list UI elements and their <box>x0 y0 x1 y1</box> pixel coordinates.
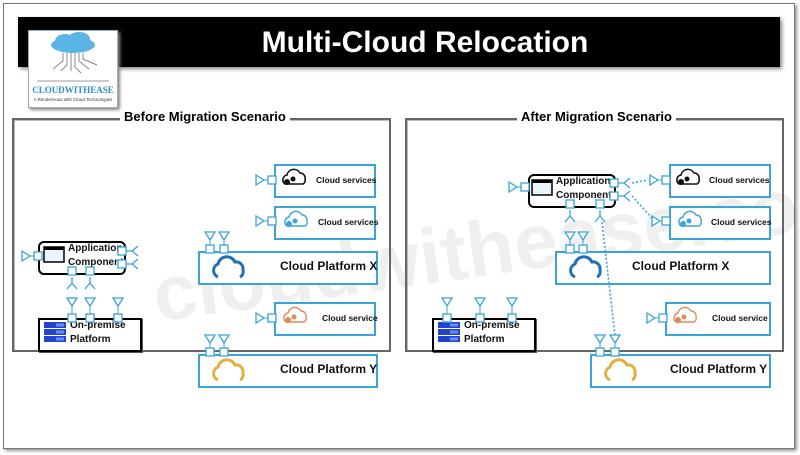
before-platform-label-x: Cloud Platform X <box>280 259 378 273</box>
after-app-label-1: Application <box>556 176 611 187</box>
after-migration-arrows <box>601 179 653 337</box>
title-bar <box>18 17 780 67</box>
logo: CLOUDWITHEASE A Rendezvous with Cloud Te… <box>28 30 118 108</box>
after-app-icons <box>508 177 631 223</box>
after-heading: After Migration Scenario <box>517 109 676 124</box>
after-onprem-label-2: Platform <box>464 334 505 345</box>
cloud-service-gear-icon <box>673 306 697 324</box>
before-app-label-2: Component <box>68 257 124 268</box>
cloud-platform-y-icon <box>604 358 637 382</box>
after-cloud-platform-x <box>555 251 771 285</box>
before-app-label-1: Application <box>68 243 123 254</box>
before-cloud-service-3 <box>274 302 376 336</box>
migration-arrow <box>631 179 649 184</box>
cloud-service-gear-icon <box>282 168 307 186</box>
after-service-label-3: Cloud service <box>712 313 768 323</box>
before-onprem-icons <box>44 297 124 342</box>
after-onprem-label-1: On-premise <box>464 320 520 331</box>
server-stack-icon <box>44 322 66 342</box>
before-heading: Before Migration Scenario <box>120 109 290 124</box>
after-panel: After Migration Scenario <box>405 109 784 352</box>
after-onprem-icons <box>438 297 518 342</box>
after-cloud-icons <box>564 168 702 382</box>
before-app-icons <box>21 245 139 290</box>
before-service-label-2: Cloud services <box>318 217 379 227</box>
logo-name: CLOUDWITHEASE <box>32 85 114 95</box>
after-platform-label-y: Cloud Platform Y <box>670 362 768 376</box>
server-stack-icon <box>438 322 460 342</box>
migration-arrow <box>631 195 653 219</box>
cloud-service-gear-icon <box>284 210 308 228</box>
before-onprem-label-1: On-premise <box>70 320 126 331</box>
before-onprem-label-2: Platform <box>70 334 111 345</box>
page-title: Multi-Cloud Relocation <box>261 26 589 59</box>
before-panel: Before Migration Scenario <box>12 109 391 352</box>
after-service-label-2: Cloud services <box>711 217 772 227</box>
cloud-platform-x-icon <box>212 255 245 279</box>
migration-arrow <box>601 221 616 337</box>
logo-tagline: A Rendezvous with Cloud Technologies <box>33 97 113 102</box>
cloud-service-gear-icon <box>676 168 701 186</box>
cloud-circuit-icon <box>37 32 109 82</box>
after-platform-label-x: Cloud Platform X <box>632 259 730 273</box>
cloud-service-gear-icon <box>283 306 307 324</box>
application-window-icon <box>531 179 553 196</box>
application-window-icon <box>43 246 65 263</box>
after-service-label-1: Cloud services <box>709 175 770 185</box>
interface-provided-icon <box>21 250 31 262</box>
before-platform-label-y: Cloud Platform Y <box>280 362 378 376</box>
interface-required-icon <box>125 245 139 257</box>
before-cloud-icons <box>204 168 308 382</box>
cloud-platform-y-icon <box>212 358 245 382</box>
cloud-service-gear-icon <box>678 210 702 228</box>
before-service-label-1: Cloud services <box>316 175 377 185</box>
cloud-platform-x-icon <box>569 255 602 279</box>
after-app-label-2: Component <box>556 190 612 201</box>
before-service-label-3: Cloud service <box>322 313 378 323</box>
